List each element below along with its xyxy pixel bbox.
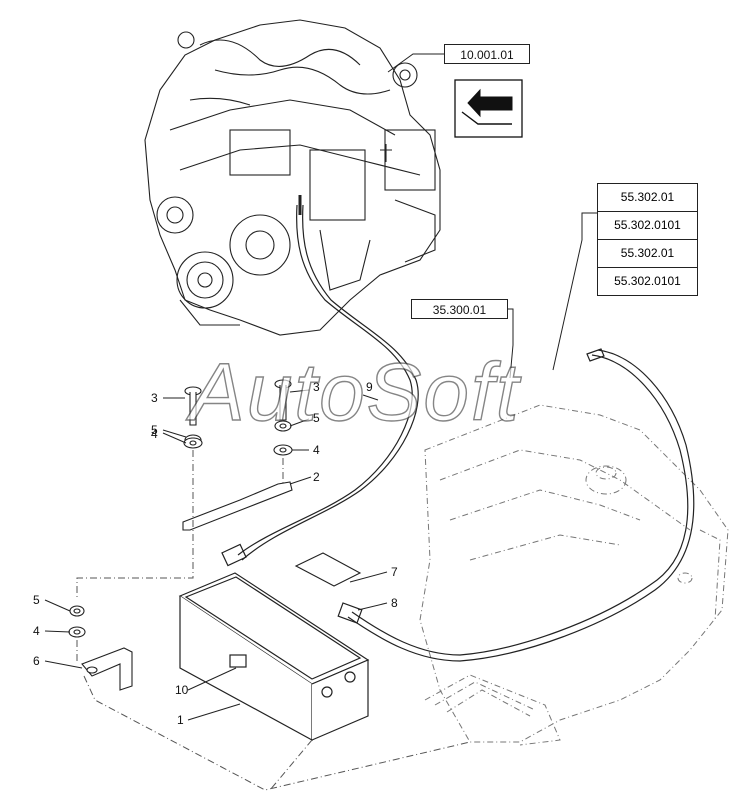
callout-4: 4 [313,443,320,457]
watermark: AutoSoft [189,346,521,438]
callout-5: 5 [33,593,40,607]
callout-1: 1 [177,713,184,727]
reference-box-engine[interactable]: 10.001.01 [444,44,530,64]
engine-illustration [144,19,441,336]
reference-box-harness[interactable]: 35.300.01 [411,299,508,319]
chassis-ghost [419,404,729,746]
callout-2: 2 [313,470,320,484]
callout-8: 8 [391,596,398,610]
assembly-lines [76,450,471,791]
view-arrow-icon [454,79,523,138]
hardware-bottom [68,605,133,691]
battery-cables [221,204,695,662]
callout-4: 4 [151,427,158,441]
reference-stack-item[interactable]: 55.302.01 [598,184,697,212]
hold-down-bar [182,481,293,531]
reference-stack: 55.302.01 55.302.0101 55.302.01 55.302.0… [597,183,698,296]
callout-6: 6 [33,654,40,668]
callout-3: 3 [313,380,320,394]
hardware-left [183,386,203,449]
hardware-right [273,379,293,456]
leader-lines [44,53,598,721]
battery-illustration [178,572,370,742]
reference-stack-item[interactable]: 55.302.01 [598,240,697,268]
reference-stack-item[interactable]: 55.302.0101 [598,212,697,240]
callout-10: 10 [175,683,189,697]
label-plate [294,552,362,587]
callout-3: 3 [151,391,158,405]
callout-5: 5 [313,411,320,425]
callout-4: 4 [33,624,40,638]
callout-5: 5 [151,423,158,437]
callout-9: 9 [366,380,373,394]
callout-7: 7 [391,565,398,579]
reference-stack-item[interactable]: 55.302.0101 [614,274,681,288]
